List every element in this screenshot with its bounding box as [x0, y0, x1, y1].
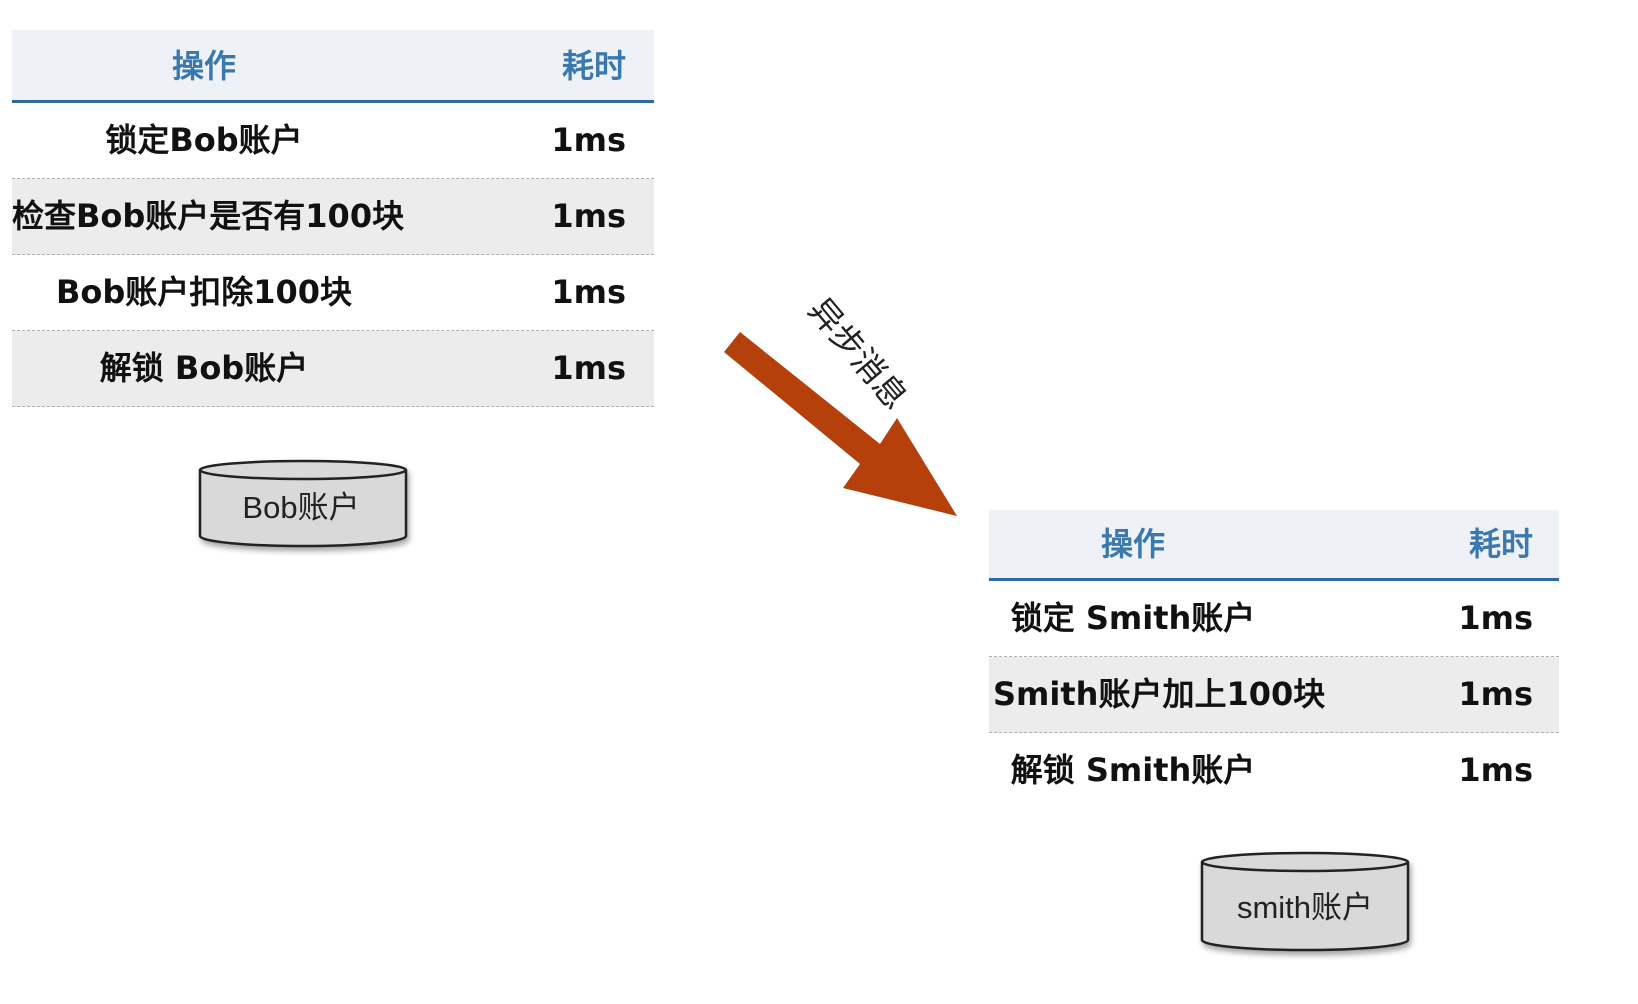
right-row-time: 1ms: [1458, 751, 1533, 789]
left-header-time: 耗时: [561, 47, 626, 85]
left-header-operation: 操作: [171, 47, 236, 85]
right-row-time: 1ms: [1458, 675, 1533, 713]
arrow-shape: [724, 332, 957, 516]
left-row-operation: Bob账户扣除100块: [55, 273, 353, 311]
right-table-row: 解锁 Smith账户 1ms: [989, 733, 1559, 808]
left-table-row: 锁定Bob账户 1ms: [12, 103, 654, 179]
left-row-time: 1ms: [551, 121, 626, 159]
left-operations-table: 操作 耗时 锁定Bob账户 1ms 检查Bob账户是否有100块 1ms Bob…: [12, 30, 654, 410]
smith-account-database-icon: smith账户: [1200, 851, 1410, 952]
left-row-time: 1ms: [551, 197, 626, 235]
right-header-operation: 操作: [1100, 525, 1165, 563]
left-row-operation: 检查Bob账户是否有100块: [12, 197, 405, 235]
bob-account-database-icon: Bob账户: [198, 459, 408, 548]
right-table-row: Smith账户加上100块 1ms: [989, 657, 1559, 733]
smith-db-label: smith账户: [1237, 890, 1373, 925]
right-table-row: 锁定 Smith账户 1ms: [989, 581, 1559, 657]
left-table-row: Bob账户扣除100块 1ms: [12, 255, 654, 331]
left-table-row: 检查Bob账户是否有100块 1ms: [12, 179, 654, 255]
left-row-time: 1ms: [551, 349, 626, 387]
right-row-operation: 解锁 Smith账户: [1010, 751, 1256, 789]
left-row-time: 1ms: [551, 273, 626, 311]
right-row-operation: Smith账户加上100块: [993, 675, 1326, 713]
right-row-operation: 锁定 Smith账户: [1010, 599, 1256, 637]
right-table-header: 操作 耗时: [989, 510, 1559, 581]
left-row-operation: 锁定Bob账户: [105, 121, 303, 159]
right-row-time: 1ms: [1458, 599, 1533, 637]
right-operations-table: 操作 耗时 锁定 Smith账户 1ms Smith账户加上100块 1ms 解…: [989, 510, 1559, 810]
left-table-header: 操作 耗时: [12, 30, 654, 103]
right-header-time: 耗时: [1468, 525, 1533, 563]
left-row-operation: 解锁 Bob账户: [99, 349, 309, 387]
left-table-row: 解锁 Bob账户 1ms: [12, 331, 654, 407]
bob-db-label: Bob账户: [242, 490, 359, 525]
